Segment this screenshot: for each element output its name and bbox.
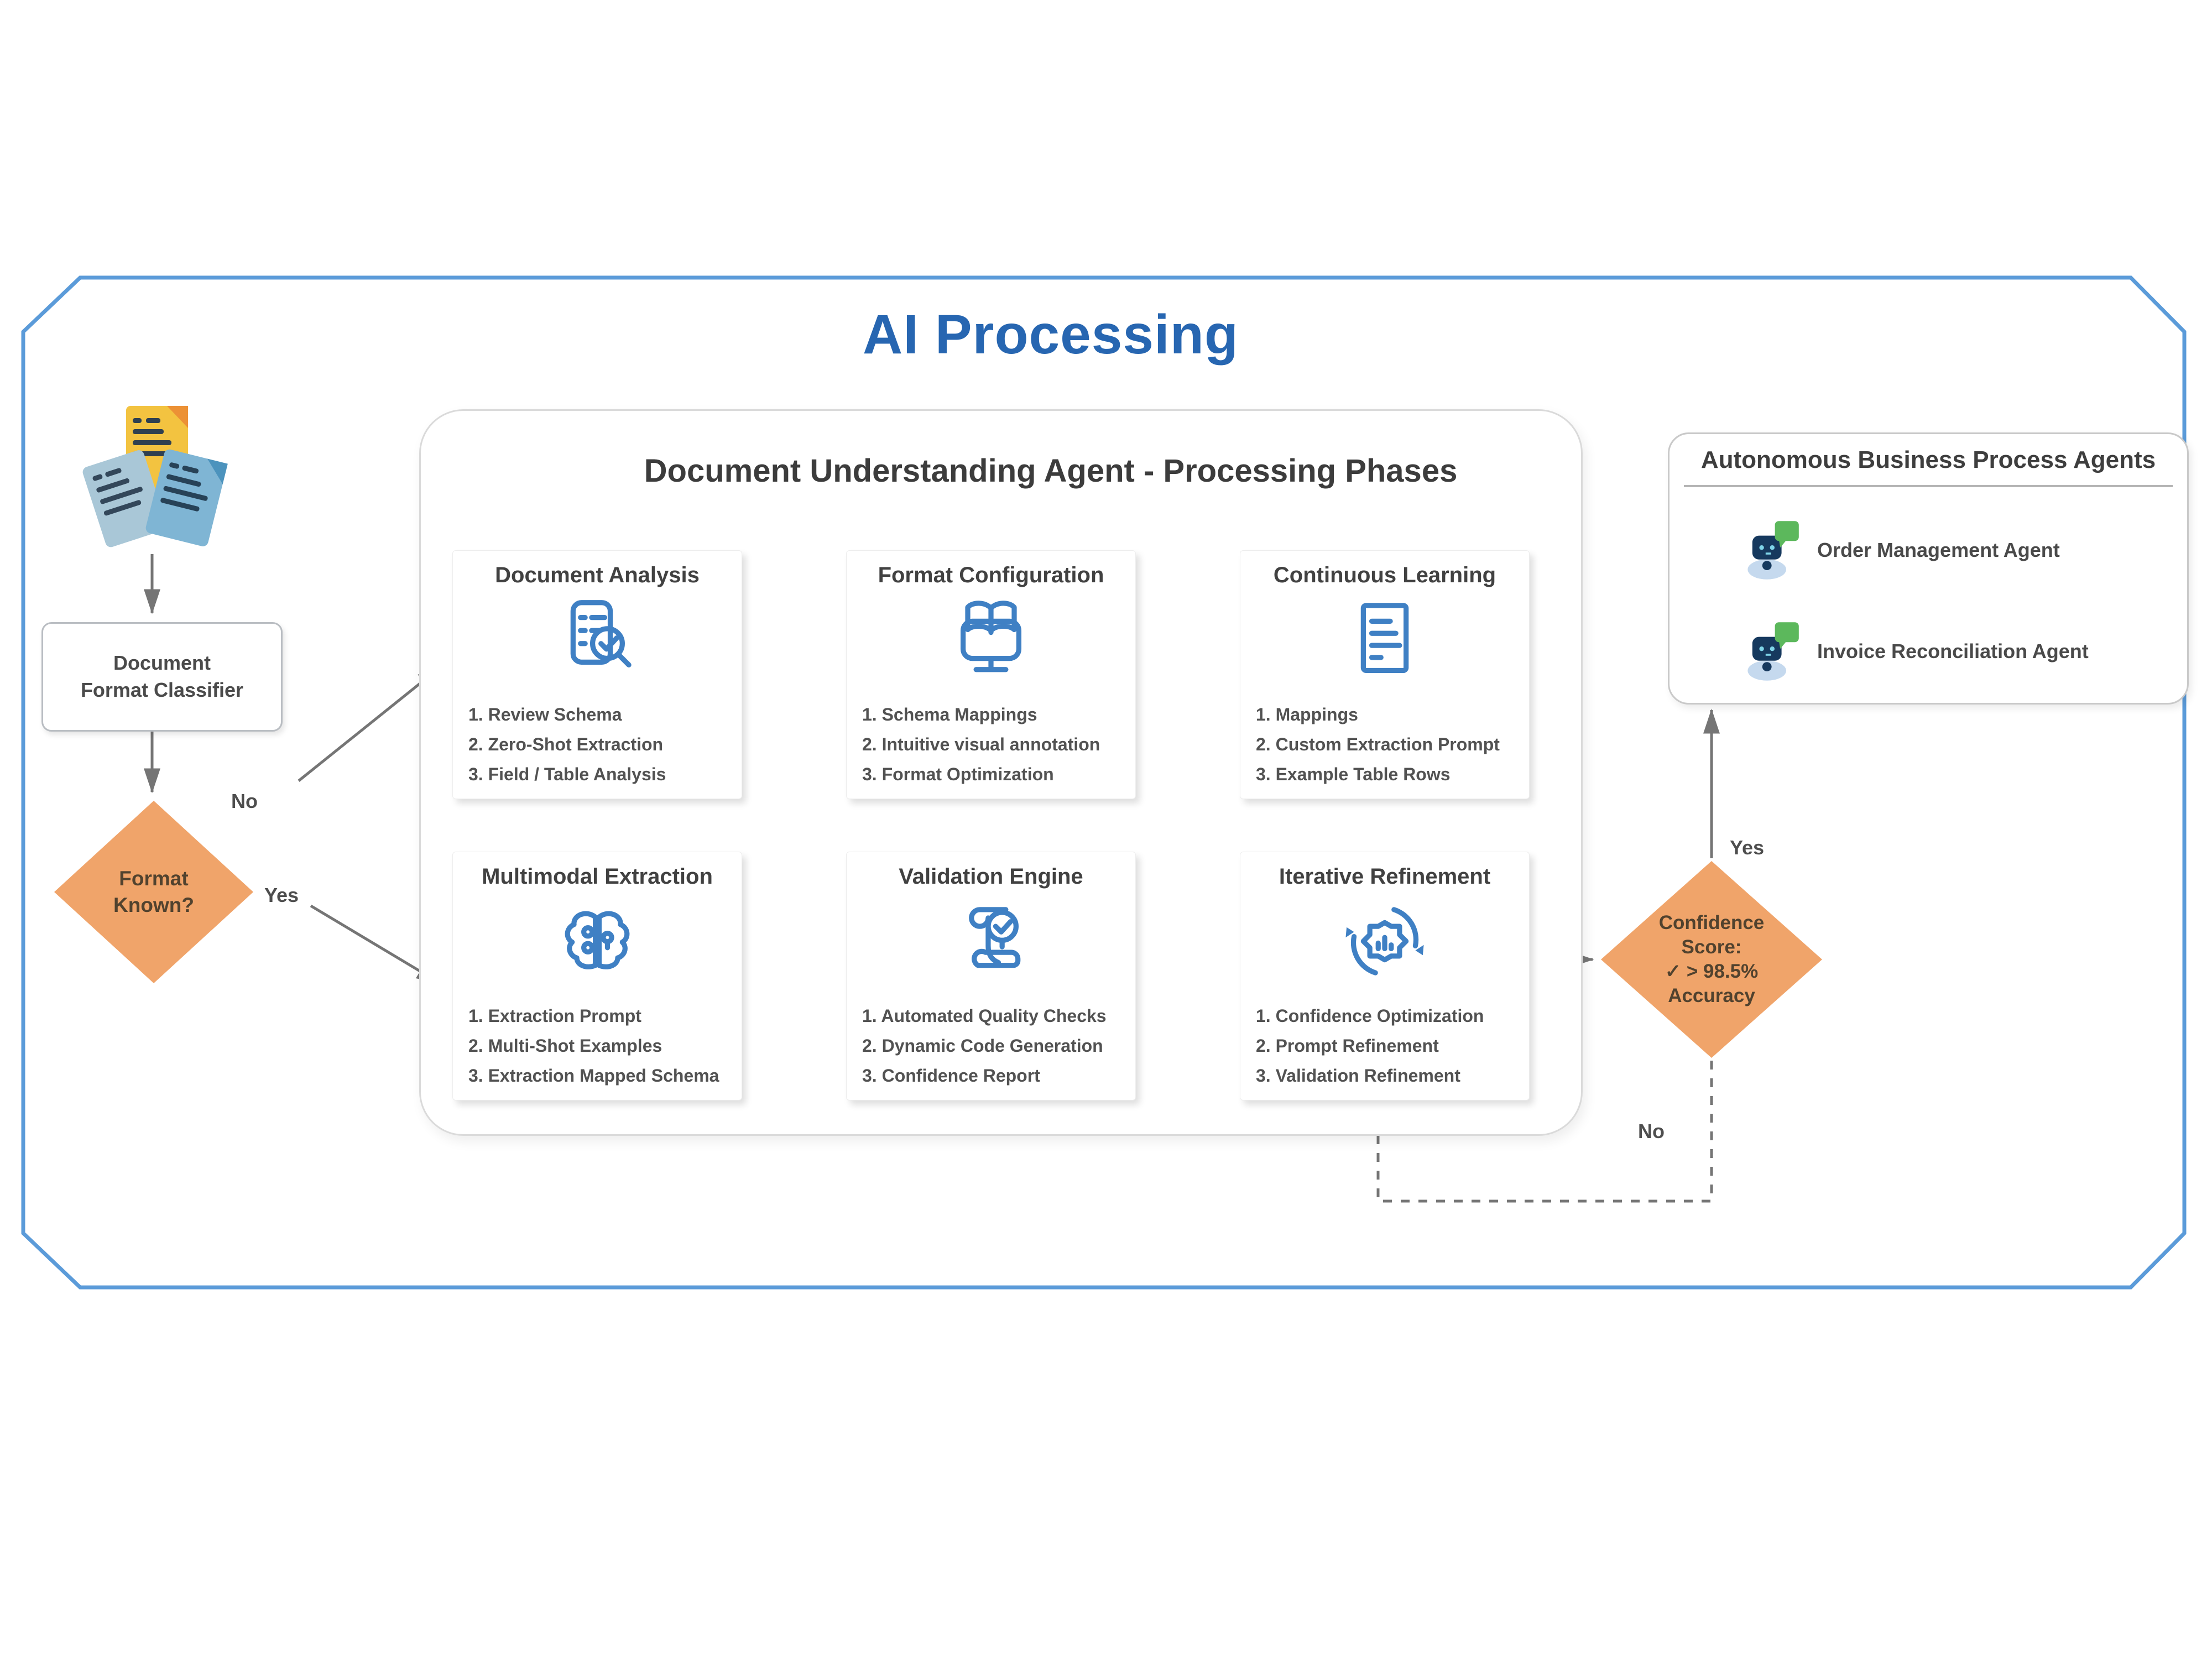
outer-border [21,275,2187,1290]
confidence-no-label: No [1638,1120,1665,1142]
phase-item: 3. Field / Table Analysis [468,764,666,784]
phase-item: 2. Custom Extraction Prompt [1256,734,1500,754]
phase-item: 3. Confidence Report [862,1066,1040,1086]
phase-item: 2. Prompt Refinement [1256,1036,1439,1056]
phase-item: 3. Extraction Mapped Schema [468,1066,719,1086]
gear-cycle-icon [1240,889,1529,993]
arrow-no-feedback-loop [1370,1061,1713,1203]
document-format-classifier-box: Document Format Classifier [41,622,283,732]
classifier-label-line2: Format Classifier [80,679,244,701]
phase-item: 3. Validation Refinement [1256,1066,1460,1086]
phase-item: 1. Automated Quality Checks [862,1006,1107,1026]
phase-continuous-learning: Continuous Learning 1. Mappings 2. Custo… [1240,550,1530,799]
format-known-line1: Format [119,867,189,890]
robot-chat-icon [1747,521,1799,580]
page-title: AI Processing [863,304,1239,366]
confidence-line1: Confidence [1658,911,1765,933]
phase-item: 3. Example Table Rows [1256,764,1451,784]
phase-item: 1. Mappings [1256,705,1358,724]
phase-validation-engine: Validation Engine 1. Automated Quality C… [846,852,1136,1100]
phase-multimodal-extraction: Multimodal Extraction 1. Extraction Prom… [452,852,742,1100]
format-known-line2: Known? [113,894,194,916]
brain-circuit-icon [453,889,742,993]
phase-title: Multimodal Extraction [482,864,713,889]
phase-item: 1. Schema Mappings [862,705,1037,724]
phase-item: 2. Intuitive visual annotation [862,734,1100,754]
autonomous-agents-panel: Autonomous Business Process Agents [1668,432,2189,705]
agent-name: Invoice Reconciliation Agent [1817,640,2089,662]
document-lines-icon [1240,588,1529,692]
documents-stack-icon [82,406,228,547]
phase-title: Document Analysis [495,563,700,587]
phase-item: 1. Confidence Optimization [1256,1006,1484,1026]
agent-name: Order Management Agent [1817,539,2060,561]
document-search-icon [453,588,742,692]
phase-format-configuration: Format Configuration 1. Schema Mappings … [846,550,1136,799]
robot-chat-icon [1747,622,1799,681]
phase-title: Iterative Refinement [1279,864,1491,889]
phase-title: Format Configuration [878,563,1104,587]
phase-item: 2. Dynamic Code Generation [862,1036,1103,1056]
format-known-no-label: No [231,790,258,812]
phase-document-analysis: Document Analysis 1. Review Schema 2. Ze… [452,550,742,799]
phase-item: 2. Zero-Shot Extraction [468,734,664,754]
phase-item: 2. Multi-Shot Examples [468,1036,662,1056]
phase-item: 1. Review Schema [468,705,622,724]
phase-title: Validation Engine [899,864,1083,889]
confidence-line2: Score: [1681,936,1742,958]
agent-row-order-management: Order Management Agent [1736,500,2060,600]
phase-item: 1. Extraction Prompt [468,1006,641,1026]
phase-title: Continuous Learning [1273,563,1496,587]
container-heading: Document Understanding Agent - Processin… [644,453,1458,489]
agents-panel-title: Autonomous Business Process Agents [1700,446,2156,473]
classifier-label-line1: Document [113,651,211,675]
scroll-check-icon [847,889,1135,993]
confidence-line4: Accuracy [1668,985,1755,1007]
book-monitor-icon [847,588,1135,692]
agents-panel-divider [1684,485,2173,487]
agent-row-invoice-reconciliation: Invoice Reconciliation Agent [1736,602,2089,701]
arrow-no-to-document-analysis [298,665,442,782]
phase-iterative-refinement: Iterative Refinement 1. Confidence Optim… [1240,852,1530,1100]
arrow-yes-to-multimodal [310,904,442,985]
confidence-yes-label: Yes [1730,836,1765,859]
phase-item: 3. Format Optimization [862,764,1054,784]
confidence-line3: ✓ > 98.5% [1665,961,1759,982]
format-known-yes-label: Yes [264,884,299,906]
